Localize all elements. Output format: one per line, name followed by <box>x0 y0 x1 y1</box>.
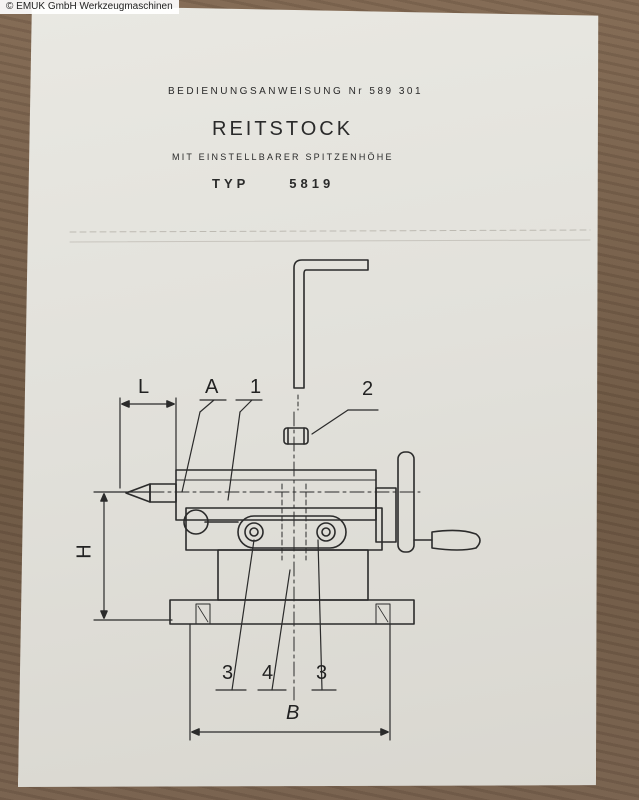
copyright-watermark: © EMUK GmbH Werkzeugmaschinen <box>0 0 179 14</box>
document-subtitle: MIT EINSTELLBARER SPITZENHÖHE <box>172 152 394 162</box>
column-shape <box>217 549 369 601</box>
grub-screw-shape <box>283 427 309 445</box>
handwheel-shape <box>397 451 415 553</box>
label-3-left: 3 <box>222 662 234 684</box>
manual-number: BEDIENUNGSANWEISUNG Nr 589 301 <box>168 86 424 97</box>
label-3-right: 3 <box>316 662 328 684</box>
hex-key-shape <box>293 259 369 389</box>
document-title: REITSTOCK <box>212 118 354 140</box>
base-plate-shape <box>169 599 415 625</box>
tailstock-head-shape <box>175 469 377 521</box>
label-B: B <box>286 702 300 724</box>
type-label: TYP <box>212 176 250 191</box>
label-H: H <box>73 544 96 559</box>
label-2: 2 <box>362 378 374 400</box>
label-A: A <box>205 376 219 398</box>
type-line: TYP 5819 <box>212 176 374 191</box>
label-1: 1 <box>250 376 262 398</box>
label-L: L <box>138 376 150 398</box>
type-number: 5819 <box>289 176 335 191</box>
label-4: 4 <box>262 662 274 684</box>
handle-shape <box>431 529 481 551</box>
adjustment-slot <box>237 515 347 549</box>
